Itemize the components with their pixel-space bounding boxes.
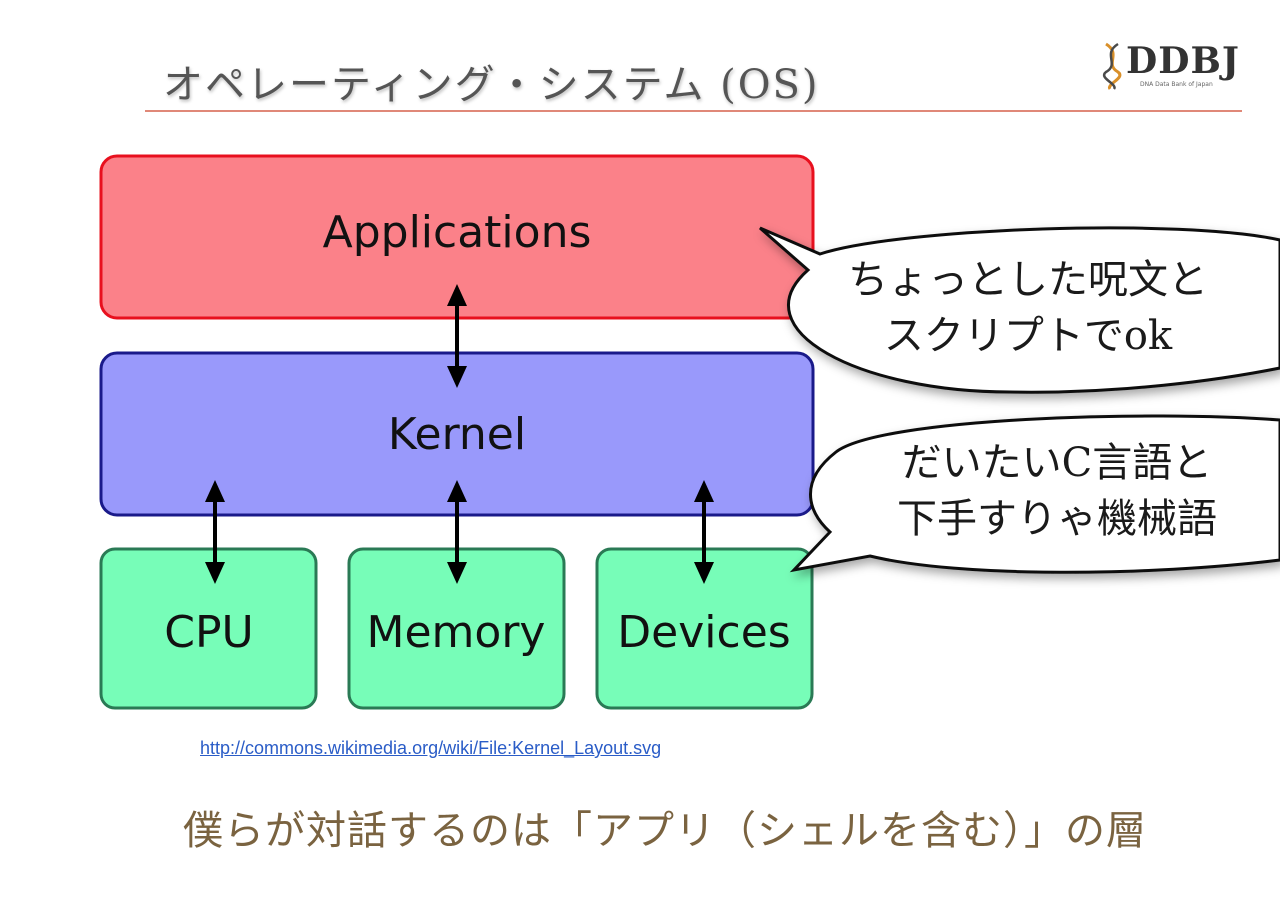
lower-callout-line1: だいたいC言語と bbox=[901, 440, 1213, 486]
kernel-memory-arrow bbox=[447, 480, 467, 584]
lower-speech-bubble bbox=[789, 414, 1280, 574]
ddbj-logo: DDBJ DNA Data Bank of Japan bbox=[1100, 40, 1240, 96]
applications-label: Applications bbox=[323, 207, 592, 258]
upper-callout-line1: ちょっとした呪文と bbox=[848, 257, 1208, 303]
devices-label: Devices bbox=[617, 607, 790, 658]
cpu-label: CPU bbox=[164, 607, 253, 658]
kernel-label: Kernel bbox=[388, 409, 526, 460]
lower-callout-text: だいたいC言語と 下手すりゃ機械語 bbox=[872, 435, 1242, 547]
logo-subtitle: DNA Data Bank of Japan bbox=[1140, 81, 1213, 88]
logo-wordmark: DDBJ bbox=[1126, 40, 1240, 82]
dna-helix-icon bbox=[1102, 42, 1122, 90]
upper-callout-text: ちょっとした呪文と スクリプトでok bbox=[838, 252, 1218, 364]
apps-kernel-arrow bbox=[447, 284, 467, 388]
source-link[interactable]: http://commons.wikimedia.org/wiki/File:K… bbox=[200, 738, 662, 758]
slide-caption: 僕らが対話するのは「アプリ（シェルを含む）」の層 bbox=[183, 808, 1147, 854]
lower-callout-line2: 下手すりゃ機械語 bbox=[897, 496, 1217, 542]
kernel-cpu-arrow bbox=[205, 480, 225, 584]
kernel-devices-arrow bbox=[694, 480, 714, 584]
title-divider bbox=[145, 110, 1242, 112]
upper-callout-line2: スクリプトでok bbox=[883, 313, 1173, 359]
cpu-box bbox=[99, 547, 318, 710]
slide-title: オペレーティング・システム (OS) bbox=[163, 62, 820, 108]
upper-speech-bubble bbox=[759, 226, 1280, 394]
memory-label: Memory bbox=[367, 607, 546, 658]
